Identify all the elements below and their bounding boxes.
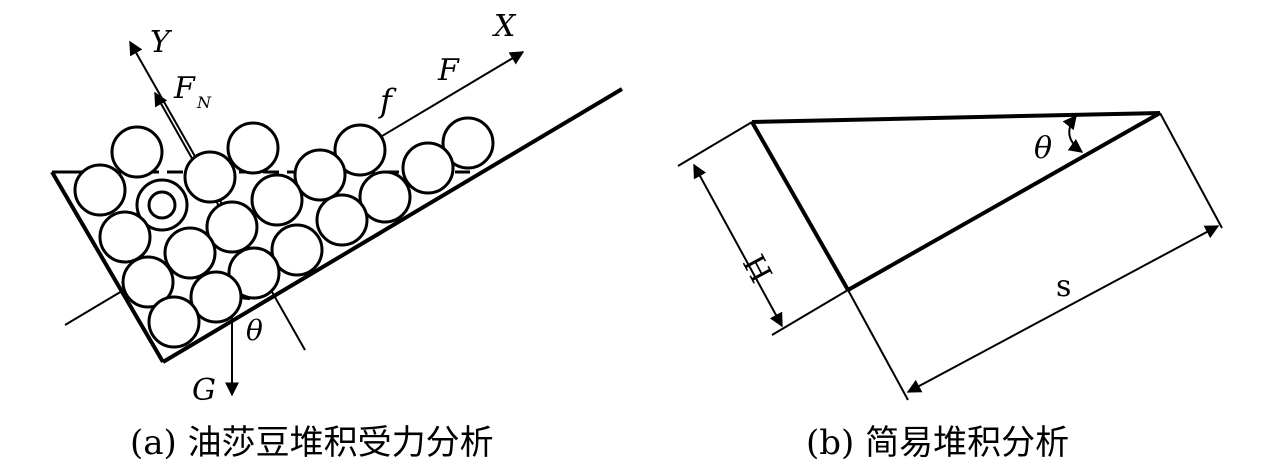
- panel-a-diagram: Y X F N f F θ G (a) 油莎豆堆积受力分析: [50, 9, 624, 463]
- height-label: H: [735, 249, 778, 289]
- slope-ext-right: [1159, 112, 1223, 229]
- particle: [110, 125, 164, 179]
- axis-y-label: Y: [150, 25, 173, 60]
- caption-b: (b) 简易堆积分析: [806, 423, 1069, 463]
- height-ext-top: [677, 121, 753, 167]
- slope-length-label: s: [1056, 269, 1071, 304]
- gravity-label: G: [192, 373, 216, 408]
- angle-arc-b: [1062, 114, 1084, 153]
- particle: [163, 226, 217, 280]
- slope-length-dimension-arrow: [906, 225, 1220, 393]
- particle: [315, 193, 369, 247]
- angle-label-b: θ: [1034, 131, 1052, 166]
- triangle-left-edge: [750, 121, 850, 291]
- particle: [205, 200, 259, 254]
- normal-force-label: F: [173, 71, 196, 106]
- caption-a: (a) 油莎豆堆积受力分析: [130, 423, 494, 463]
- incline-line: [161, 87, 624, 364]
- particle: [121, 255, 175, 309]
- particle: [441, 116, 495, 170]
- particle: [135, 178, 189, 232]
- particle: [293, 148, 347, 202]
- particle: [226, 121, 280, 175]
- slope-ext-left: [847, 289, 909, 401]
- particle: [147, 295, 201, 349]
- force-label: F: [437, 53, 460, 88]
- axis-x-label: X: [492, 9, 517, 44]
- highlighted-particle-inner: [147, 190, 177, 220]
- particle: [189, 270, 243, 324]
- particle: [73, 163, 127, 217]
- particle-group: [73, 116, 495, 349]
- angle-label-a: θ: [246, 314, 263, 347]
- particle: [401, 141, 455, 195]
- particle: [358, 170, 412, 224]
- particle: [333, 123, 387, 177]
- triangle-slope-edge: [847, 111, 1161, 292]
- particle: [227, 246, 281, 300]
- particle: [250, 173, 304, 227]
- panel-b-diagram: θ H s (b) 简易堆积分析: [677, 111, 1223, 463]
- height-dimension-arrow: [693, 163, 783, 328]
- normal-force-subscript: N: [196, 93, 212, 112]
- triangle-top-edge: [751, 111, 1161, 124]
- friction-label: f: [378, 82, 397, 120]
- container-left-wall: [50, 170, 165, 364]
- particle: [183, 150, 237, 204]
- particle: [98, 210, 152, 264]
- particle: [270, 223, 324, 277]
- height-ext-bottom: [771, 289, 849, 336]
